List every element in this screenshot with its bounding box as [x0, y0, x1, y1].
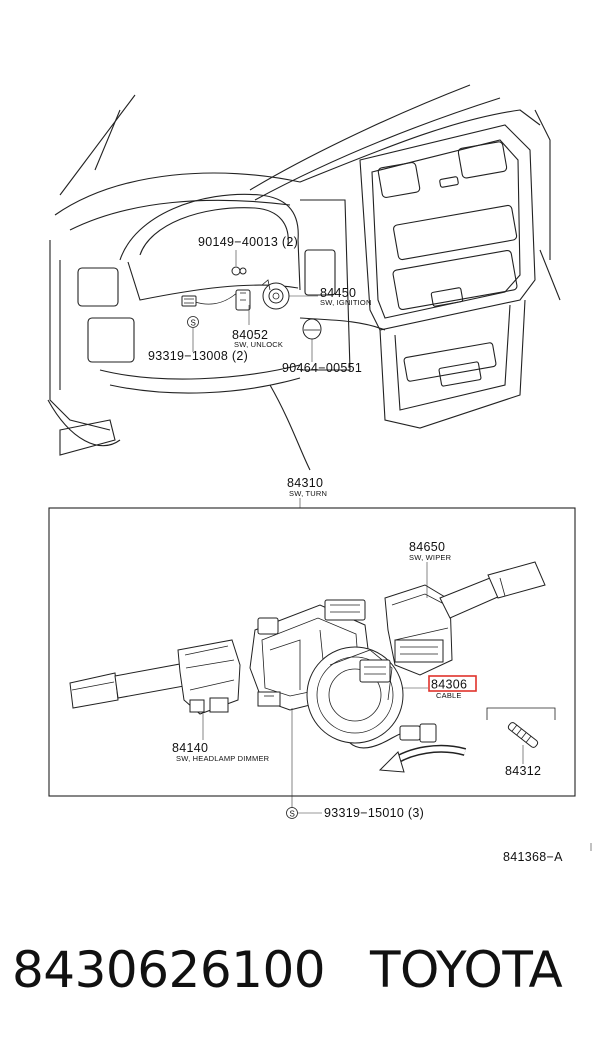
- diagram-drawing: S 90149−40013 (2) 84450 SW, IGNITION 840…: [47, 84, 592, 864]
- cylinder-part: [302, 318, 322, 340]
- screw-s-mark-upper: S: [187, 316, 199, 328]
- label-84312: 84312: [505, 764, 541, 778]
- part-footer: 8430626100 TOYOTA: [0, 935, 600, 1015]
- label-84140: 84140: [172, 741, 208, 755]
- label-84306: 84306: [431, 678, 467, 692]
- label-sw-ignition: SW, IGNITION: [320, 298, 372, 307]
- label-cable: CABLE: [436, 691, 462, 700]
- combination-switch-illustration: S: [69, 561, 556, 819]
- label-93319-15010: 93319−15010 (3): [324, 806, 424, 820]
- svg-text:S: S: [290, 810, 295, 819]
- label-sw-wiper: SW, WIPER: [409, 553, 452, 562]
- label-sw-headlamp-dimmer: SW, HEADLAMP DIMMER: [176, 754, 270, 763]
- label-sw-turn: SW, TURN: [289, 489, 327, 498]
- ignition-switch-part: [261, 279, 290, 310]
- label-84650: 84650: [409, 540, 445, 554]
- bulb-small: [231, 266, 247, 276]
- label-sw-unlock: SW, UNLOCK: [234, 340, 283, 349]
- label-84310: 84310: [287, 476, 323, 490]
- part-number: 8430626100: [12, 941, 326, 999]
- svg-text:S: S: [191, 319, 196, 328]
- label-84052: 84052: [232, 328, 268, 342]
- unlock-switch-part: [181, 289, 251, 311]
- detail-box: [48, 507, 576, 797]
- dashboard-illustration: S: [47, 84, 561, 471]
- label-90464-00551: 90464−00551: [282, 361, 362, 375]
- label-84450: 84450: [320, 286, 356, 300]
- highlighted-part-84306: 84306: [428, 675, 477, 692]
- brand-name: TOYOTA: [370, 941, 563, 999]
- screw-s-mark-lower: S: [286, 807, 298, 819]
- label-90149-40013: 90149−40013 (2): [198, 235, 298, 249]
- highlight-box: [428, 675, 477, 692]
- figure-reference: 841368−A: [503, 850, 563, 864]
- label-93319-13008: 93319−13008 (2): [148, 349, 248, 363]
